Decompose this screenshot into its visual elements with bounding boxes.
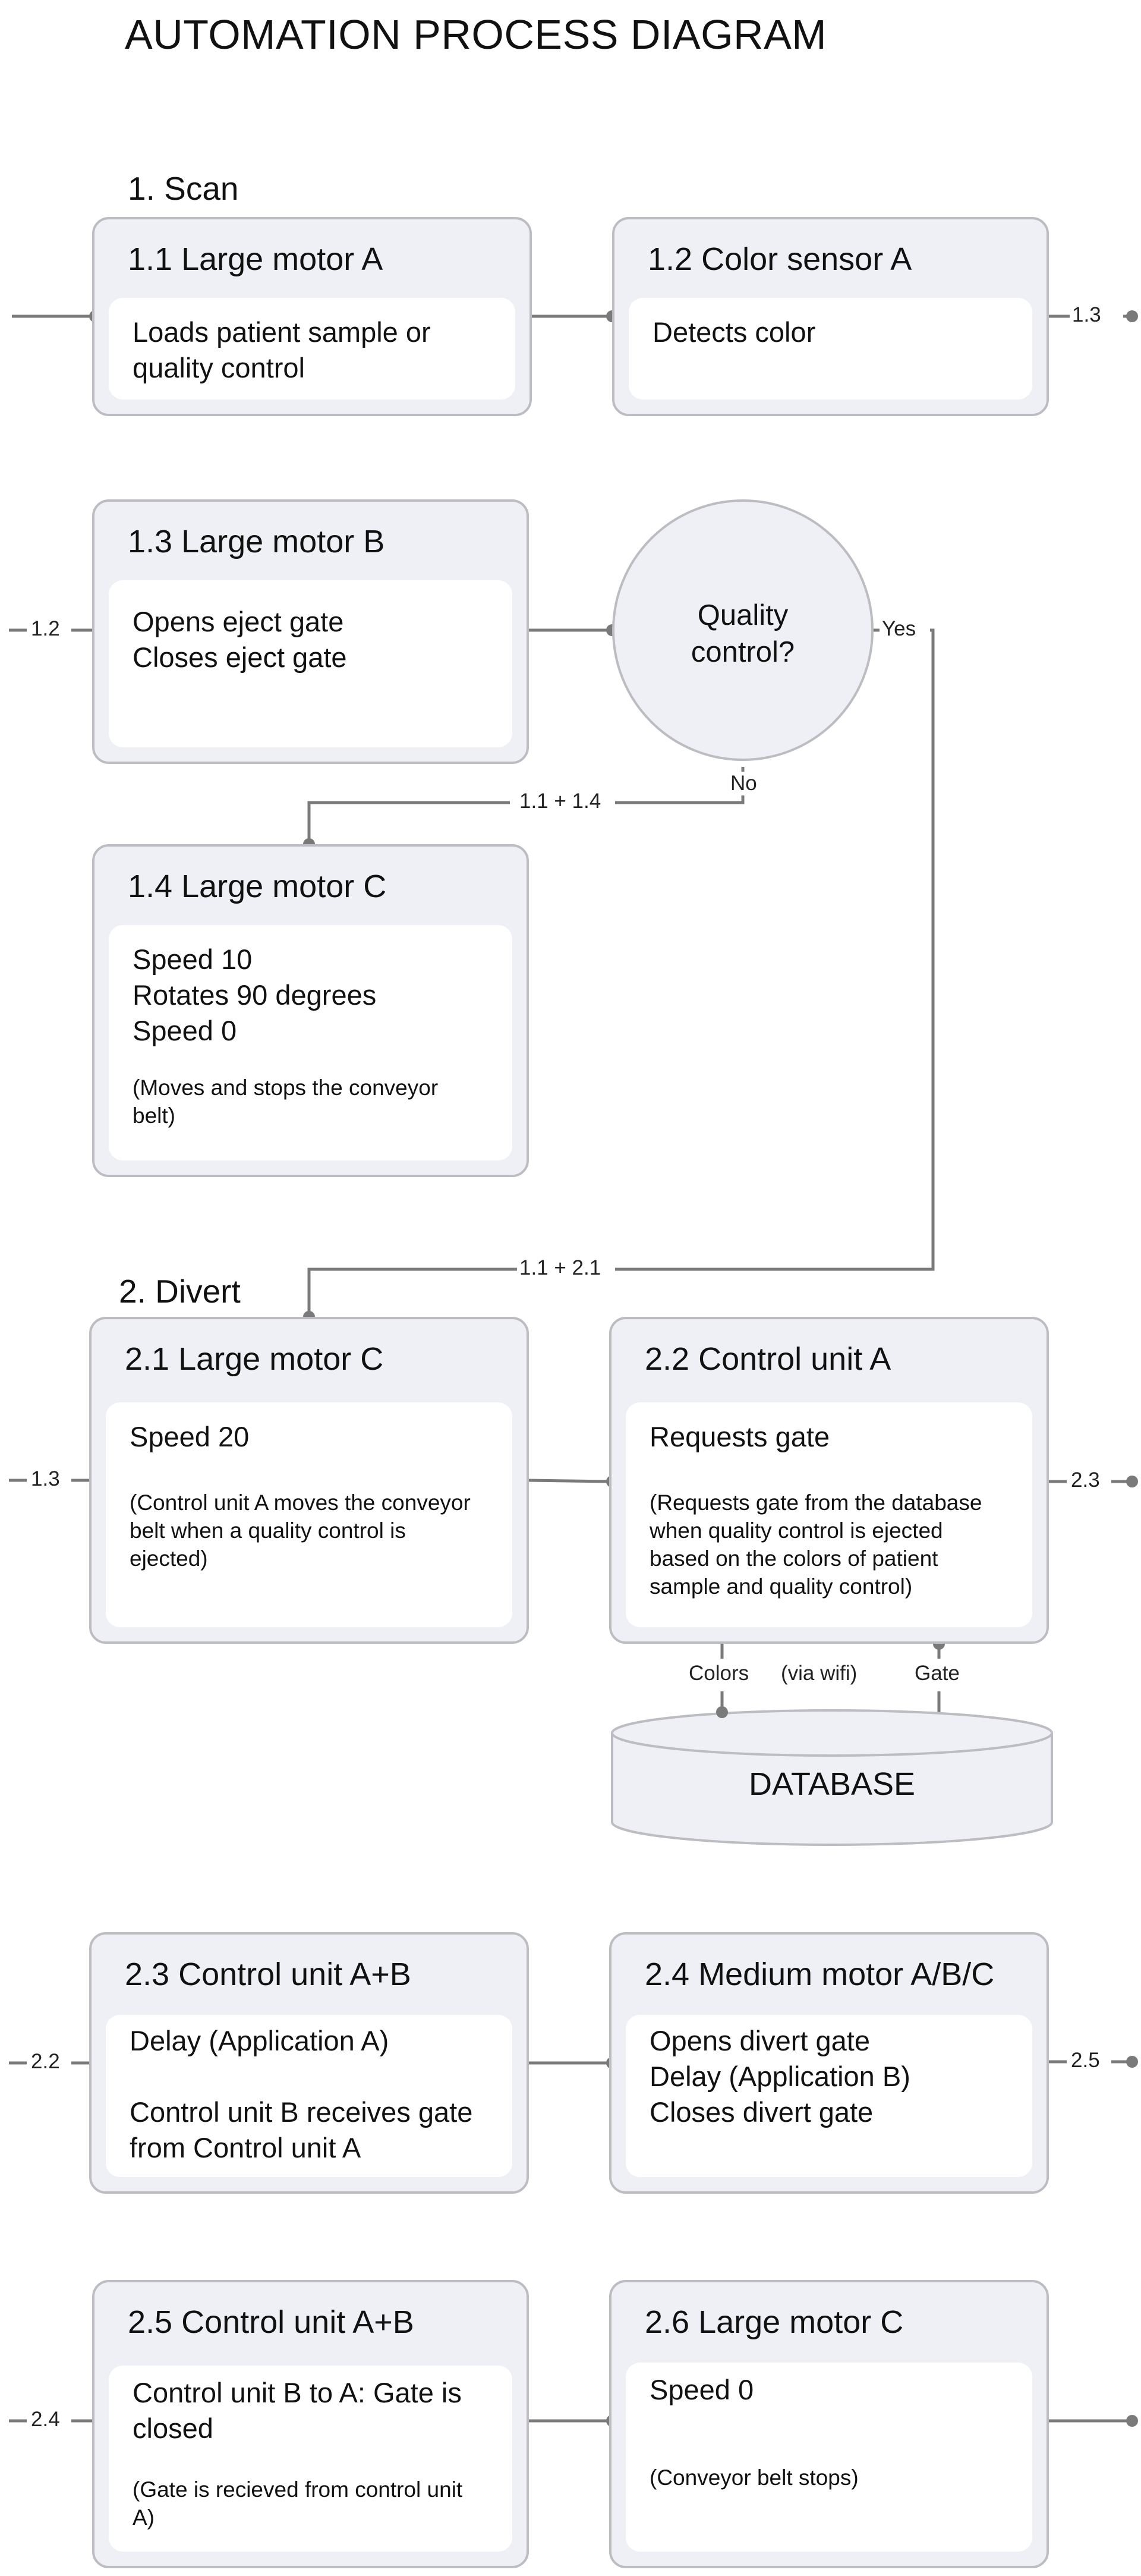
database-cylinder bbox=[611, 1709, 1053, 1846]
port-dot bbox=[1126, 310, 1138, 322]
node-title: 1.4 Large motor C bbox=[128, 869, 387, 904]
node-note: (Gate is recieved from control unit A) bbox=[133, 2477, 463, 2530]
node-title: 2.2 Control unit A bbox=[645, 1341, 891, 1377]
node-title: 1.1 Large motor A bbox=[128, 241, 383, 277]
database-label: DATABASE bbox=[748, 1766, 916, 1802]
no-branch-line-2 bbox=[307, 801, 510, 844]
section-divert-label: 2. Divert bbox=[119, 1273, 241, 1310]
node-1-3: 1.3 Large motor B Opens eject gate Close… bbox=[92, 499, 529, 764]
connector-label-no-branch: 1.1 + 1.4 bbox=[517, 790, 604, 813]
node-note: (Conveyor belt stops) bbox=[650, 2465, 859, 2490]
connector-label-to-2-3: 2.3 bbox=[1068, 1468, 1102, 1492]
node-body: Speed 20 (Control unit A moves the conve… bbox=[106, 1402, 512, 1627]
node-body: Requests gate (Requests gate from the da… bbox=[626, 1402, 1032, 1627]
node-text: Opens eject gate Closes eject gate bbox=[133, 606, 347, 673]
yes-branch-line bbox=[615, 628, 935, 1271]
node-body: Opens eject gate Closes eject gate bbox=[109, 580, 512, 747]
node-body: Control unit B to A: Gate is closed (Gat… bbox=[109, 2366, 512, 2552]
node-body: Detects color bbox=[629, 298, 1032, 400]
database-wifi-label: (via wifi) bbox=[778, 1662, 860, 1685]
node-2-5: 2.5 Control unit A+B Control unit B to A… bbox=[92, 2280, 529, 2568]
connector-label-from-1-3: 1.3 bbox=[29, 1467, 62, 1491]
node-note: (Requests gate from the database when qu… bbox=[650, 1490, 982, 1599]
node-title: 2.4 Medium motor A/B/C bbox=[645, 1957, 995, 1992]
node-text: Requests gate bbox=[650, 1421, 830, 1452]
no-branch-line bbox=[615, 767, 745, 804]
diagram-title: AUTOMATION PROCESS DIAGRAM bbox=[125, 11, 827, 58]
database-colors-label: Colors bbox=[686, 1662, 752, 1685]
node-2-1: 2.1 Large motor C Speed 20 (Control unit… bbox=[89, 1317, 529, 1644]
node-title: 2.1 Large motor C bbox=[125, 1341, 384, 1377]
node-text: Delay (Application A) Control unit B rec… bbox=[130, 2025, 473, 2163]
node-title: 2.6 Large motor C bbox=[645, 2304, 904, 2340]
port-dot bbox=[716, 1706, 728, 1718]
port-dot bbox=[1126, 1476, 1138, 1487]
node-2-2: 2.2 Control unit A Requests gate (Reques… bbox=[609, 1317, 1049, 1644]
node-text: Speed 10 Rotates 90 degrees Speed 0 bbox=[133, 943, 377, 1046]
connector-label-to-1-3: 1.3 bbox=[1070, 303, 1104, 327]
decision-label: Quality control? bbox=[691, 599, 795, 668]
node-body: Opens divert gate Delay (Application B) … bbox=[626, 2015, 1032, 2177]
database-gate-label: Gate bbox=[912, 1662, 962, 1685]
node-title: 1.2 Color sensor A bbox=[648, 241, 912, 277]
port-dot bbox=[1126, 2056, 1138, 2068]
node-title: 1.3 Large motor B bbox=[128, 524, 385, 559]
connector-label-from-2-2: 2.2 bbox=[29, 2050, 62, 2074]
node-2-3: 2.3 Control unit A+B Delay (Application … bbox=[89, 1932, 529, 2194]
node-title: 2.5 Control unit A+B bbox=[128, 2304, 414, 2340]
section-scan-label: 1. Scan bbox=[128, 170, 239, 207]
node-text: Control unit B to A: Gate is closed bbox=[133, 2377, 462, 2444]
node-note: (Control unit A moves the conveyor belt … bbox=[130, 1490, 471, 1571]
connector-label-yes-branch: 1.1 + 2.1 bbox=[517, 1256, 604, 1280]
node-text: Speed 0 bbox=[650, 2374, 754, 2405]
node-note: (Moves and stops the conveyor belt) bbox=[133, 1075, 439, 1128]
node-1-2: 1.2 Color sensor A Detects color bbox=[612, 217, 1049, 416]
node-body: Loads patient sample or quality control bbox=[109, 298, 515, 400]
connector-label-to-2-5: 2.5 bbox=[1068, 2049, 1102, 2072]
connector-label-from-1-2: 1.2 bbox=[29, 617, 62, 641]
decision-yes-label: Yes bbox=[880, 617, 919, 641]
port-dot bbox=[1126, 2415, 1138, 2427]
node-title: 2.3 Control unit A+B bbox=[125, 1957, 411, 1992]
node-body: Delay (Application A) Control unit B rec… bbox=[106, 2015, 512, 2177]
decision-no-label: No bbox=[728, 772, 759, 795]
node-body: Speed 0 (Conveyor belt stops) bbox=[626, 2363, 1032, 2552]
node-text: Detects color bbox=[653, 316, 816, 348]
node-text: Opens divert gate Delay (Application B) … bbox=[650, 2025, 910, 2128]
node-1-4: 1.4 Large motor C Speed 10 Rotates 90 de… bbox=[92, 844, 529, 1177]
node-2-6: 2.6 Large motor C Speed 0 (Conveyor belt… bbox=[609, 2280, 1049, 2568]
yes-branch-line-2 bbox=[307, 1267, 560, 1317]
node-1-1: 1.1 Large motor A Loads patient sample o… bbox=[92, 217, 532, 416]
node-text: Speed 20 bbox=[130, 1421, 250, 1452]
node-2-4: 2.4 Medium motor A/B/C Opens divert gate… bbox=[609, 1932, 1049, 2194]
decision-quality-control: Quality control? bbox=[612, 499, 874, 761]
node-text: Loads patient sample or quality control bbox=[133, 316, 431, 383]
connector-label-from-2-4: 2.4 bbox=[29, 2408, 62, 2432]
node-body: Speed 10 Rotates 90 degrees Speed 0 (Mov… bbox=[109, 925, 512, 1160]
line-2-1-to-2-2 bbox=[527, 1479, 613, 1483]
